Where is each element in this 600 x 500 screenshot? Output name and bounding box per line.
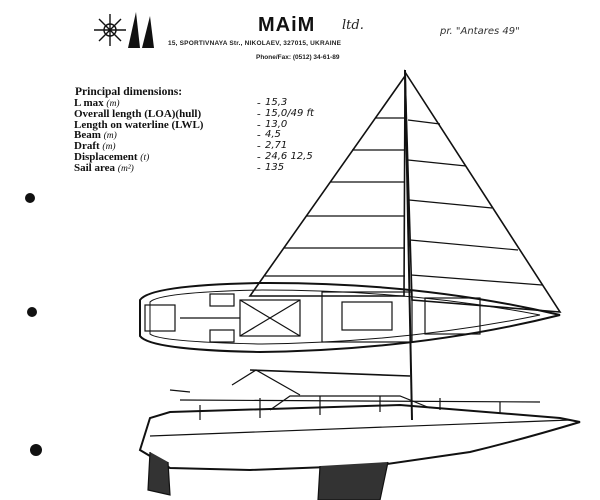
spec-dash: - (257, 140, 261, 153)
company-phone: Phone/Fax: (0512) 34-61-89 (256, 54, 340, 61)
spec-value: 13,0 (265, 118, 288, 130)
spec-dash: - (257, 97, 261, 109)
company-address: 15, SPORTIVNAYA Str., NIKOLAEV, 327015, … (168, 40, 342, 47)
spec-value: 2,71 (265, 140, 288, 152)
spec-row-loa: Overall length (LOA)(hull) - 15,0/49 ft (74, 107, 314, 120)
spec-value: 15,3 (265, 97, 288, 108)
spec-value: 4,5 (265, 129, 281, 141)
spec-value: 135 (265, 161, 285, 173)
spec-label: L max (74, 97, 104, 109)
spec-dash: - (257, 161, 261, 174)
spec-unit: (t) (140, 152, 150, 163)
spec-dash: - (257, 107, 261, 120)
spec-row-lmax: L max (m) - 15,3 (74, 97, 287, 109)
company-name: MAiM (258, 14, 316, 36)
specs-title: Principal dimensions: (75, 86, 183, 98)
spec-unit: (m) (103, 131, 117, 142)
spec-row-lwl: Length on waterline (LWL) - 13,0 (74, 118, 287, 131)
spec-label: Beam (74, 129, 101, 142)
spec-value: 24,6 12,5 (265, 150, 313, 162)
spec-label: Length on waterline (LWL) (74, 118, 204, 131)
spec-label: Overall length (LOA)(hull) (74, 107, 202, 120)
spec-value: 15,0/49 ft (265, 107, 314, 119)
company-logo-icon (94, 12, 154, 48)
spec-label: Displacement (74, 150, 138, 163)
spec-row-sail-area: Sail area (m²) - 135 (74, 161, 284, 174)
spec-row-draft: Draft (m) - 2,71 (74, 140, 287, 153)
project-name: pr. "Antares 49" (440, 26, 520, 37)
spec-unit: (m) (106, 99, 120, 109)
spec-label: Draft (74, 140, 100, 153)
company-suffix: ltd. (342, 18, 364, 33)
spec-unit: (m) (102, 142, 116, 153)
spec-unit: (m²) (117, 163, 134, 174)
spec-dash: - (257, 129, 261, 142)
spec-label: Sail area (74, 161, 116, 174)
spec-row-displacement: Displacement (t) - 24,6 12,5 (74, 150, 313, 163)
spec-row-beam: Beam (m) - 4,5 (74, 129, 281, 142)
specs-list: L max (m) - 15,3 Overall length (LOA)(hu… (74, 97, 314, 174)
spec-dash: - (257, 118, 261, 131)
spec-dash: - (257, 150, 261, 163)
